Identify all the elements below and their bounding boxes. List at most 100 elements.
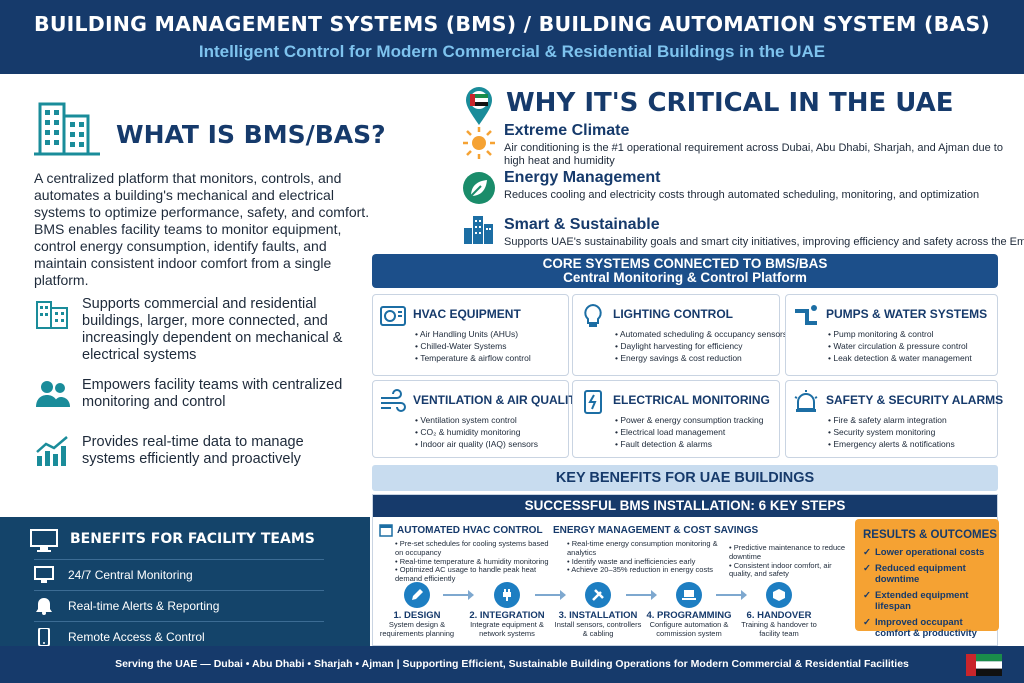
install-step: 6. HANDOVER Training & handover to facil… [734, 582, 824, 638]
tools-icon [592, 589, 604, 601]
benefits-panel: BENEFITS FOR FACILITY TEAMS 24/7 Central… [0, 517, 370, 657]
system-item: Electrical load management [615, 426, 764, 438]
column-item: Identify waste and inefficiencies early [567, 557, 724, 567]
why-item-desc: Air conditioning is the #1 operational r… [504, 142, 1003, 167]
system-title: LIGHTING CONTROL [613, 307, 733, 321]
benefit-column: Predictive maintenance to reduce downtim… [729, 541, 849, 579]
install-step: 3. INSTALLATION Install sensors, control… [553, 582, 643, 638]
system-title: SAFETY & SECURITY ALARMS [826, 393, 1004, 407]
system-item: Chilled-Water Systems [415, 340, 531, 352]
installation-title: SUCCESSFUL BMS INSTALLATION: 6 KEY STEPS [373, 495, 997, 517]
core-subtitle: Central Monitoring & Control Platform [563, 270, 807, 285]
step-title: 1. DESIGN [393, 610, 441, 621]
laptop-icon [682, 590, 696, 600]
install-step: 2. INTEGRATION Integrate equipment & net… [462, 582, 552, 638]
step-title: 6. HANDOVER [746, 610, 812, 621]
phone-icon [38, 627, 50, 646]
column-item: Optimized AC usage to handle peak heat d… [395, 566, 549, 584]
sun-icon [463, 127, 495, 159]
system-item: Automated scheduling & occupancy sensors [615, 328, 787, 340]
system-item: Daylight harvesting for efficiency [615, 340, 787, 352]
what-bullet-text: Empowers facility teams with centralized… [82, 377, 343, 410]
core-title: CORE SYSTEMS CONNECTED TO BMS/BAS [542, 256, 828, 271]
what-bullet: Provides real-time data to manage system… [34, 434, 354, 468]
what-bullet: Empowers facility teams with centralized… [34, 377, 354, 411]
step-arrow [626, 590, 657, 600]
uae-flag-icon [966, 654, 1002, 676]
column-item: Real-time temperature & humidity monitor… [395, 557, 549, 567]
system-card: SAFETY & SECURITY ALARMS Fire & safety a… [785, 380, 1003, 458]
step-arrow [443, 590, 474, 600]
benefit-label: 24/7 Central Monitoring [68, 567, 193, 582]
bell-icon [36, 597, 52, 615]
system-item: Fire & safety alarm integration [828, 414, 955, 426]
system-card: PUMPS & WATER SYSTEMS Pump monitoring & … [785, 294, 998, 376]
footer-text: Serving the UAE — Dubai • Abu Dhabi • Sh… [115, 658, 909, 670]
alarm-icon [794, 390, 818, 412]
pencil-icon [412, 589, 423, 600]
step-desc: Configure automation & commission system [649, 620, 729, 638]
system-item: Air Handling Units (AHUs) [415, 328, 531, 340]
chart-icon [36, 436, 68, 466]
column-item: Pre-set schedules for cooling systems ba… [395, 539, 549, 558]
results-title: RESULTS & OUTCOMES [863, 529, 997, 541]
what-title: WHAT IS BMS/BAS? [116, 120, 386, 149]
system-item: Energy savings & cost reduction [615, 352, 787, 364]
system-item: CO₂ & humidity monitoring [415, 426, 538, 438]
system-item: Emergency alerts & notifications [828, 438, 954, 450]
box-icon [773, 589, 785, 601]
uae-map-pin-icon [466, 87, 492, 125]
system-item: Indoor air quality (IAQ) sensors [415, 438, 538, 450]
city-icon [464, 216, 493, 244]
column-item: Consistent indoor comfort, air quality, … [729, 561, 849, 580]
step-desc: Training & handover to facility team [741, 620, 817, 638]
what-bullet: Supports commercial and residential buil… [34, 296, 354, 364]
why-item-desc: Reduces cooling and electricity costs th… [504, 189, 980, 201]
column-item: Achieve 20–35% reduction in energy costs [567, 566, 724, 575]
wind-icon [381, 389, 406, 412]
system-card: ELECTRICAL MONITORING Power & energy con… [572, 380, 780, 458]
system-card: VENTILATION & AIR QUALITY Ventilation sy… [372, 380, 584, 458]
core-systems-banner: CORE SYSTEMS CONNECTED TO BMS/BAS Centra… [372, 254, 998, 288]
benefit-item: Remote Access & Control [34, 621, 324, 651]
system-title: HVAC EQUIPMENT [413, 307, 521, 321]
benefit-column: AUTOMATED HVAC CONTROL Pre-set schedules… [379, 523, 549, 584]
page-title: BUILDING MANAGEMENT SYSTEMS (BMS) / BUIL… [34, 12, 990, 36]
benefit-label: Real-time Alerts & Reporting [68, 598, 220, 613]
column-title: AUTOMATED HVAC CONTROL [397, 524, 543, 536]
monitor-icon [34, 565, 54, 583]
step-desc: System design & requirements planning [379, 620, 455, 638]
column-item: Real-time energy consumption monitoring … [567, 539, 724, 558]
system-item: Fault detection & alarms [615, 438, 764, 450]
install-step: 4. PROGRAMMING Configure automation & co… [644, 582, 734, 638]
building-icon [34, 102, 100, 156]
plug-icon [503, 589, 511, 601]
system-item: Water circulation & pressure control [828, 340, 972, 352]
result-item: Extended equipment lifespan [863, 590, 991, 612]
benefit-item: Real-time Alerts & Reporting [34, 590, 324, 620]
system-item: Leak detection & water management [828, 352, 971, 364]
header: BUILDING MANAGEMENT SYSTEMS (BMS) / BUIL… [0, 0, 1024, 74]
footer: Serving the UAE — Dubai • Abu Dhabi • Sh… [0, 646, 1024, 683]
people-icon [36, 381, 70, 407]
why-item-desc: Supports UAE's sustainability goals and … [504, 236, 1024, 248]
step-desc: Install sensors, controllers & cabling [554, 620, 642, 638]
step-desc: Integrate equipment & network systems [470, 620, 544, 638]
hvac-icon [380, 306, 406, 326]
step-arrow [535, 590, 566, 600]
benefits-title: BENEFITS FOR FACILITY TEAMS [70, 531, 315, 547]
monitor-icon [30, 529, 58, 552]
step-title: 3. INSTALLATION [558, 610, 638, 621]
buildings-icon [36, 301, 68, 329]
key-benefits-bar: KEY BENEFITS FOR UAE BUILDINGS [372, 465, 998, 491]
step-title: 2. INTEGRATION [469, 610, 545, 621]
system-title: VENTILATION & AIR QUALITY [413, 393, 584, 407]
system-item: Pump monitoring & control [828, 328, 972, 340]
why-title: WHY IT'S CRITICAL IN THE UAE [506, 88, 954, 118]
system-item: Security system monitoring [828, 426, 955, 438]
column-item: Predictive maintenance to reduce downtim… [729, 543, 849, 562]
result-item: Improved occupant comfort & productivity [863, 617, 991, 639]
why-item-title: Energy Management [504, 169, 661, 186]
system-item: Ventilation system control [415, 414, 538, 426]
